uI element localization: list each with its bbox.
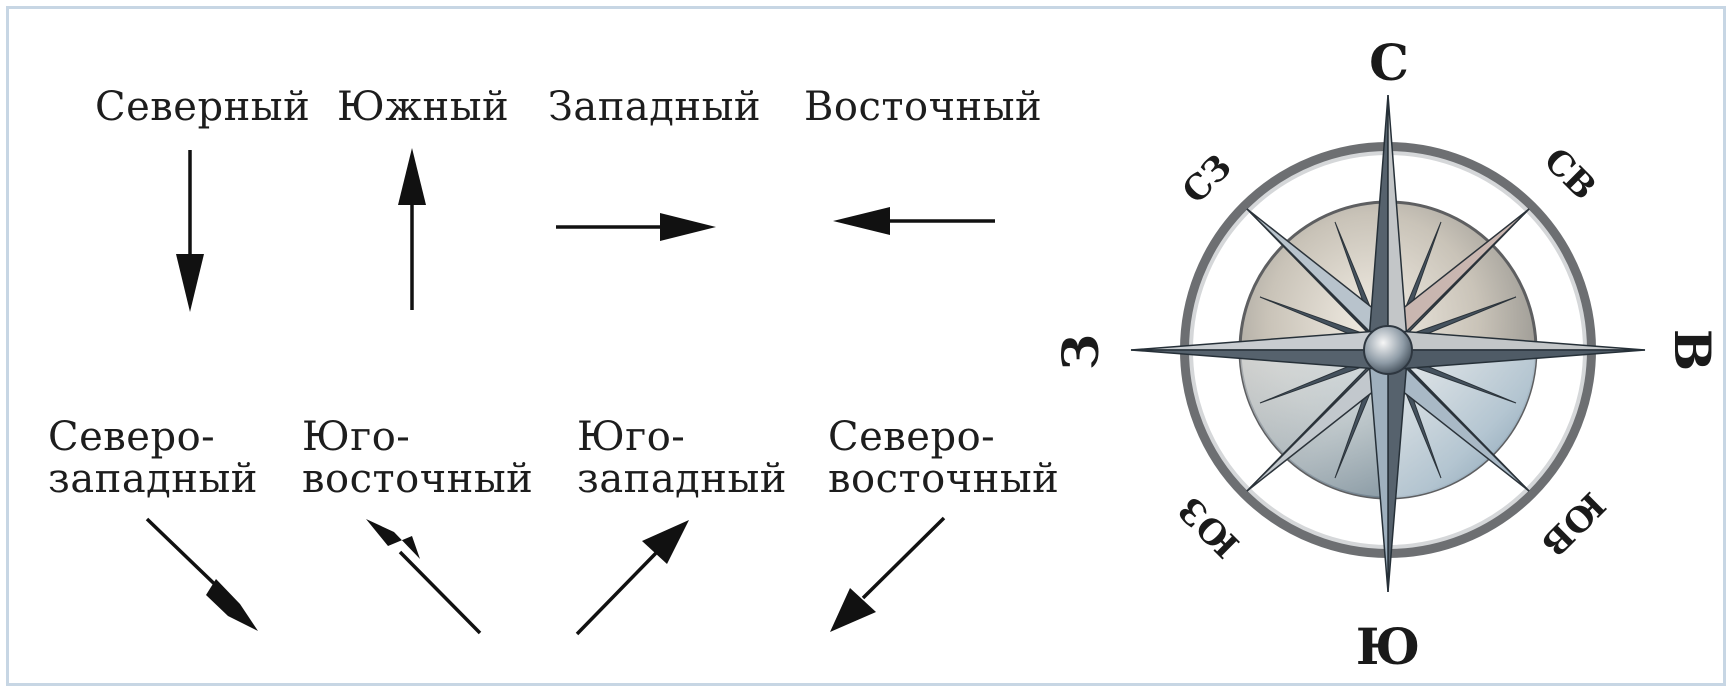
arrow-southwest-wind (577, 520, 689, 634)
arrow-northwest-wind (147, 519, 258, 631)
compass-label-west: З (1051, 334, 1110, 370)
arrow-south-wind (398, 148, 426, 310)
compass-hub (1364, 326, 1412, 374)
arrow-north-wind (176, 150, 204, 312)
compass-label-south: Ю (1356, 617, 1420, 676)
compass-label-east: В (1663, 329, 1722, 371)
compass-label-southeast: ЮВ (1533, 484, 1613, 564)
arrow-southeast-wind (366, 519, 480, 633)
arrow-east-wind (833, 207, 995, 235)
compass-label-northwest: СЗ (1175, 147, 1240, 212)
arrow-northeast-wind (830, 518, 944, 632)
compass-label-north: С (1369, 33, 1409, 92)
arrow-west-wind (556, 213, 716, 241)
compass-label-southwest: ЮЗ (1171, 488, 1248, 565)
compass-label-northeast: СВ (1536, 140, 1604, 208)
